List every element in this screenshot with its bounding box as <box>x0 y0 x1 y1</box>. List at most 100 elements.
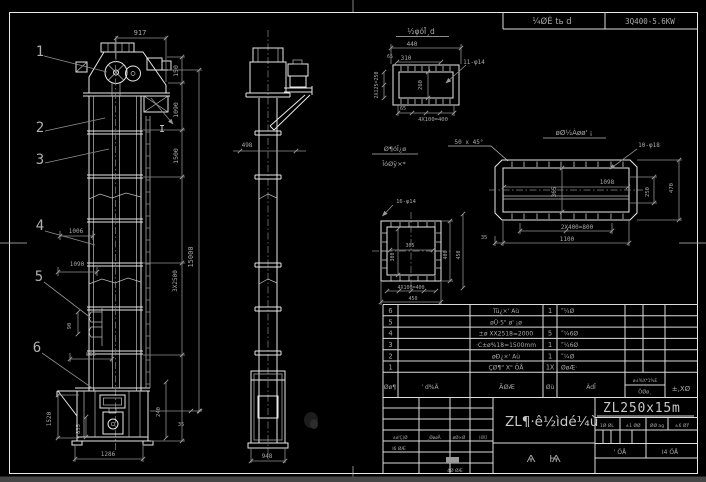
dim-label: 1006 <box>69 228 84 235</box>
bom-header: ø±%X*1%E <box>633 378 658 383</box>
title-block-text: ±6 ØŸ <box>675 422 690 429</box>
dim-label: 11-φ14 <box>463 59 485 66</box>
title-block-text: 1Ø ØL <box>600 422 614 429</box>
dim-label: 917 <box>134 29 147 37</box>
title-block-text: Ѩ <box>549 454 561 465</box>
dim-label: 150 <box>172 65 180 77</box>
boot-side <box>247 370 289 449</box>
discharge-spout <box>143 95 169 113</box>
dim-label: I <box>159 124 165 135</box>
dim-label: 2X400=800 <box>561 224 594 231</box>
dim-label: ½φóĪ¸d <box>407 27 435 36</box>
dim-label: 10-φ18 <box>638 142 660 149</box>
bom-row-no: 5 <box>388 318 392 326</box>
dim-label: 2X125=250 <box>374 71 380 98</box>
dim-label: 16-φ14 <box>396 199 417 205</box>
dim-label: 450 <box>408 296 417 302</box>
dim-label: 250 <box>645 187 651 197</box>
bom-row-no: 1 <box>388 364 392 372</box>
front-dimensions <box>56 36 202 462</box>
bom-header: ÀdĪ <box>586 384 596 391</box>
dim-label: 4X100=400 <box>418 117 448 123</box>
dim-label: 50 x 45° <box>455 139 484 146</box>
bom-header: ÃØÆ <box>499 382 515 391</box>
dim-label: 450 <box>456 250 462 259</box>
elevator-boot <box>56 387 154 446</box>
bom-row-no: 2 <box>388 352 392 360</box>
dim-label: 3Q400-5.6KW <box>625 17 675 26</box>
bom-row-name: ·C±ø%18=1500mm <box>476 342 536 349</box>
dim-label: 865 <box>86 352 96 358</box>
bom-header: ' d%Ä <box>421 384 439 391</box>
title-block-text: ±1 ØØ <box>625 422 641 429</box>
bom-header: ±,XØ <box>672 385 691 393</box>
dimension-ticks <box>55 35 682 464</box>
dim-label: 240 <box>156 407 162 417</box>
dim-label: 65 <box>400 106 406 112</box>
front-view <box>41 36 202 462</box>
bom-row-qty: 5 <box>548 330 552 338</box>
dim-label: 260 <box>418 80 424 90</box>
title-block <box>383 397 698 474</box>
callout-number: 6 <box>33 340 41 356</box>
bom-header: ÖØø¸ <box>638 389 651 396</box>
title-block-text: Ⅰ4 ÖÅ <box>662 449 679 456</box>
callout-number: 1 <box>36 44 44 60</box>
bom-row-material: ʺ¼6Ø <box>561 342 578 349</box>
dim-label: Ø¶óĪ¿ø <box>384 144 407 153</box>
bom-row-no: 6 <box>388 307 392 315</box>
bom-row-material: ØøÆ· <box>561 365 577 372</box>
dim-label: 948 <box>262 453 273 460</box>
support-brace <box>269 94 311 131</box>
dim-label: 1520 <box>46 411 53 426</box>
callout-number: 2 <box>36 120 44 136</box>
bom-row-material: ʺ¼Ø <box>561 308 575 315</box>
elevator-head <box>75 42 174 125</box>
callout-leaders <box>41 55 110 391</box>
dim-label: 1286 <box>101 451 116 458</box>
bom-table <box>382 304 698 474</box>
title-block-text: øØ×Ø <box>453 435 466 440</box>
dim-label: 310 <box>401 55 412 62</box>
dim-label: 90 <box>67 323 73 330</box>
title-block-text: Ⅰ6 ØÆ <box>392 445 406 452</box>
bom-row-name: øÐ¿×' Aù <box>492 353 520 360</box>
dim-label: 498 <box>242 142 253 149</box>
text-labels: 917150109015003X250015000100610909086515… <box>33 15 691 474</box>
bom-row-no: 4 <box>388 330 392 338</box>
dim-label: 1090 <box>70 261 85 268</box>
dim-label: 1090 <box>172 102 180 118</box>
header-strip <box>502 12 698 30</box>
bom-header: Øø¶ <box>384 384 396 391</box>
callout-number: 5 <box>35 269 43 285</box>
bom-header: Øù <box>546 384 555 391</box>
dim-label: ĪóØÿ×* <box>382 159 406 168</box>
dim-label: øØ½Àøø' ¡ <box>556 128 593 137</box>
stamp-blob <box>446 457 459 463</box>
pulley-spokes <box>107 64 125 81</box>
title-block-text: ' ÖÅ <box>614 449 627 456</box>
bom-row-name: ±ø XX2518=2000 <box>479 331 534 338</box>
side-flanges <box>254 130 282 356</box>
dim-label: 400 <box>443 250 449 259</box>
dim-label: 365 <box>551 186 558 197</box>
bom-row-material: ʺ¼6Ø <box>561 331 578 338</box>
title-block-text: Ѧ <box>527 454 536 465</box>
dim-label: 15000 <box>187 246 195 267</box>
dim-label: 440 <box>407 41 418 48</box>
dim-label: 1098 <box>600 179 615 186</box>
bom-row-name: Tü¿×' Aù <box>492 308 520 315</box>
bom-row-qty: 1X <box>546 364 555 372</box>
callout-number: 4 <box>36 218 44 234</box>
title-block-text: ZL¶·ê½ìdé¼ù <box>505 414 598 430</box>
detail-discharge-flange <box>489 137 682 246</box>
dim-label: 305 <box>405 243 414 249</box>
dim-label: 1100 <box>560 236 575 243</box>
bom-row-qty: 1 <box>548 307 552 315</box>
dim-label: 65 <box>387 54 393 60</box>
section-arrow <box>150 97 174 125</box>
bom-row-material: ʺ¼Ø <box>561 353 575 360</box>
